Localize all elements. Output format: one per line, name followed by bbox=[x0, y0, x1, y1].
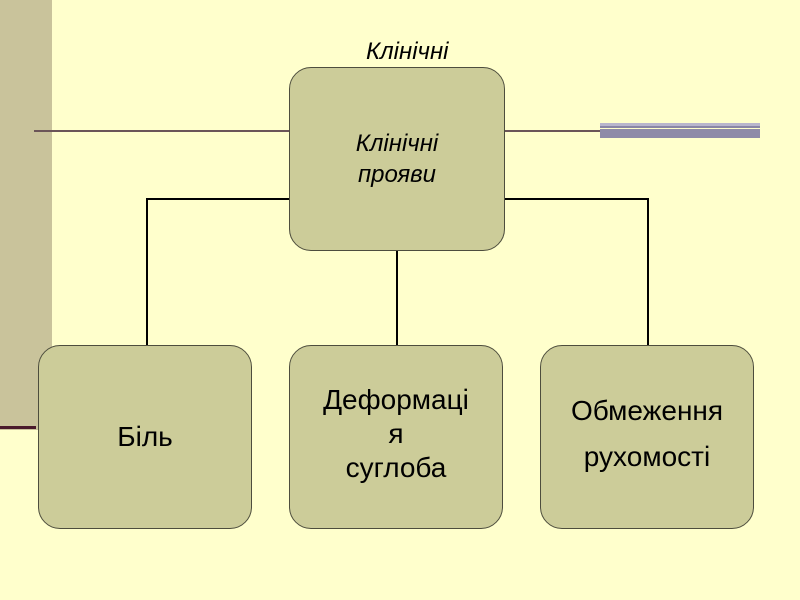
connector-root-to-mobility bbox=[505, 198, 649, 345]
connector-root-to-pain bbox=[146, 198, 289, 345]
root-node-label: Клінічні прояви bbox=[355, 130, 439, 188]
title-rule-accent-bar bbox=[600, 123, 760, 138]
title-rule-left bbox=[34, 130, 290, 132]
child-node-limited-mobility: Обмеження рухомості bbox=[540, 345, 754, 529]
child-node-mobility-label: Обмеження рухомості bbox=[570, 395, 724, 472]
child-node-pain: Біль bbox=[38, 345, 252, 529]
title-rule-right bbox=[505, 130, 600, 132]
child-node-pain-label: Біль bbox=[117, 421, 173, 452]
root-node-clinical-manifestations: Клінічні прояви bbox=[289, 67, 505, 251]
child-node-joint-deformity: Деформаці я суглоба bbox=[289, 345, 503, 529]
left-accent-line bbox=[0, 426, 36, 429]
slide-title: Клінічні bbox=[366, 38, 449, 65]
child-node-deformity-label: Деформаці я суглоба bbox=[323, 384, 469, 483]
